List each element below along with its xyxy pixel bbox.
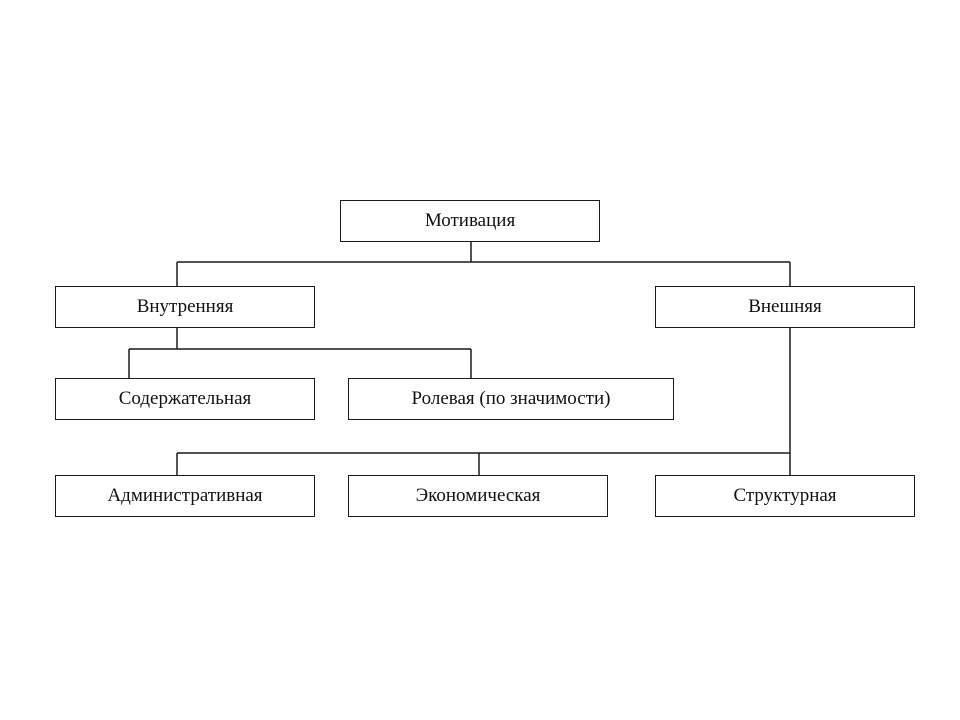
node-content: Содержательная <box>55 378 315 420</box>
node-structural: Структурная <box>655 475 915 517</box>
node-label: Внутренняя <box>136 296 234 317</box>
node-label: Ролевая (по значимости) <box>411 388 611 409</box>
node-label: Внешняя <box>748 296 822 317</box>
node-label: Структурная <box>733 485 837 506</box>
node-role: Ролевая (по значимости) <box>348 378 674 420</box>
node-motivation: Мотивация <box>340 200 600 242</box>
node-economic: Экономическая <box>348 475 608 517</box>
node-administrative: Административная <box>55 475 315 517</box>
node-label: Содержательная <box>118 388 252 409</box>
node-label: Мотивация <box>424 210 516 231</box>
node-label: Экономическая <box>415 485 541 506</box>
node-label: Административная <box>107 485 263 506</box>
node-internal: Внутренняя <box>55 286 315 328</box>
node-external: Внешняя <box>655 286 915 328</box>
